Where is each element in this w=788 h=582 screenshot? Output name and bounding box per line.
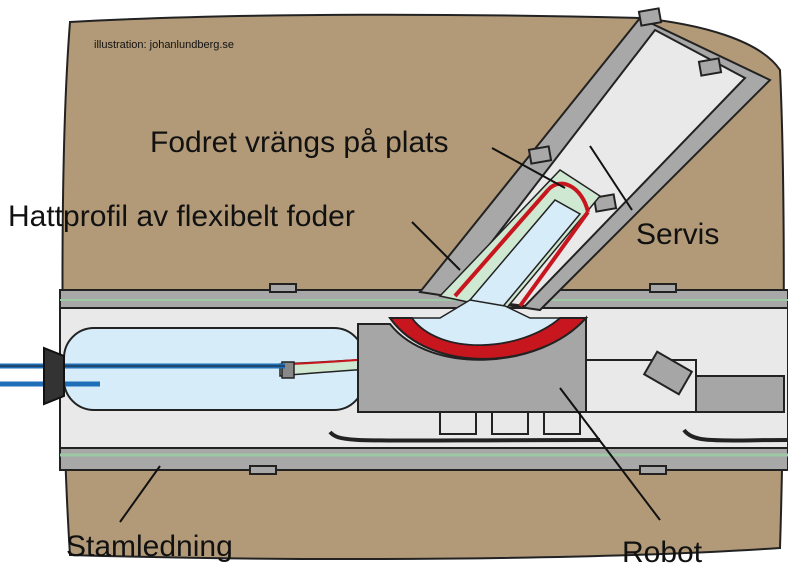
robot-skid-rear	[682, 428, 788, 443]
label-fodret: Fodret vrängs på plats	[150, 126, 449, 159]
label-hattprofil: Hattprofil av flexibelt foder	[8, 200, 355, 233]
credit-text: illustration: johanlundberg.se	[94, 39, 234, 51]
main-pipe-lower-wall	[59, 447, 788, 471]
label-stamledning: Stamledning	[66, 530, 233, 563]
label-servis: Servis	[636, 218, 719, 251]
robot-skid-front	[328, 430, 601, 443]
robot-camera	[642, 350, 694, 396]
robot-body	[357, 315, 587, 413]
liner-fold-top	[546, 181, 590, 213]
end-plug	[43, 346, 65, 406]
leader-lines	[119, 145, 661, 523]
liner-red-edges	[453, 188, 590, 308]
air-cable	[0, 346, 285, 406]
robot	[328, 315, 788, 443]
label-robot: Robot	[622, 536, 703, 569]
robot-rear-module	[695, 375, 785, 413]
